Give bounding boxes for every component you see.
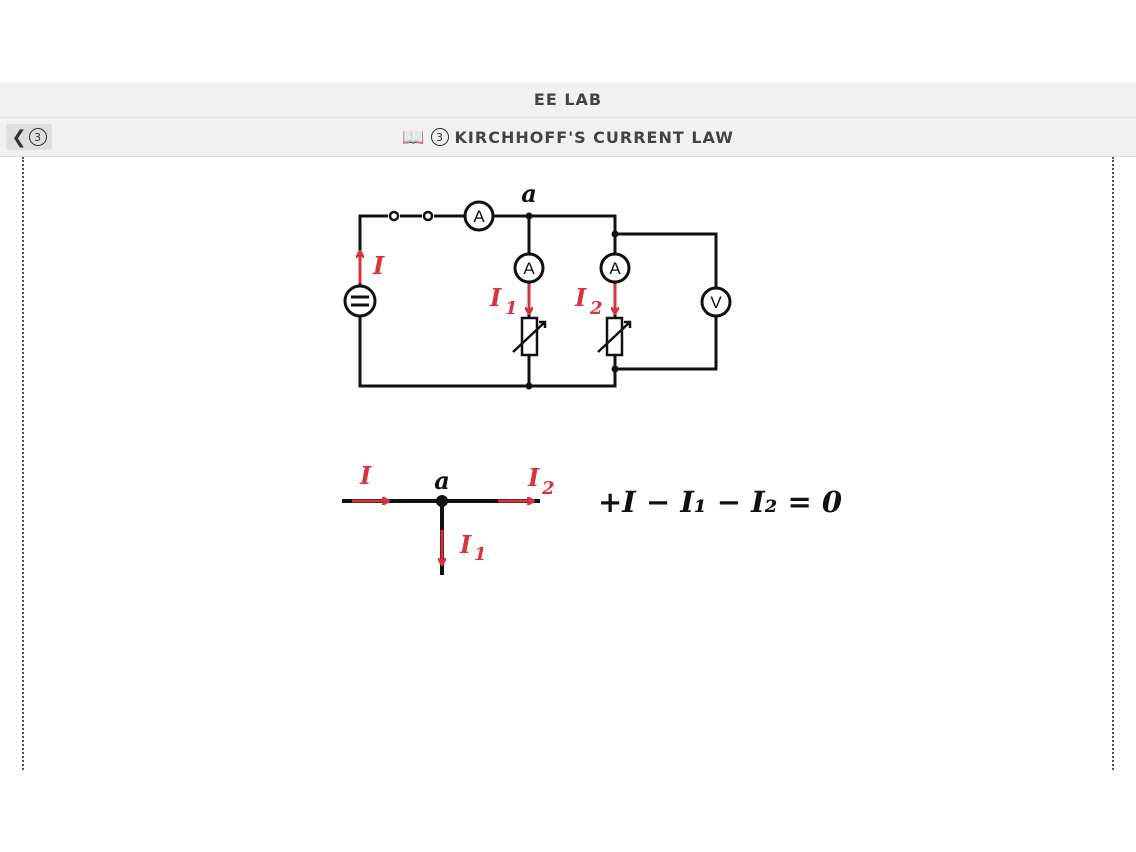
junction-node-label: a [434,466,450,495]
node-dots [525,212,619,390]
lesson-number: 3 [430,128,449,146]
chevron-left-icon: ❮ [11,126,27,148]
back-button[interactable]: ❮ 3 [6,124,52,150]
current-i2-sub: 2 [589,298,603,319]
junction-i2-label: I [527,463,540,492]
junction-i-label: I [359,461,372,490]
content-area [22,157,1114,770]
app-title-bar: EE LAB [0,82,1136,118]
ammeter-main-label: A [473,207,485,226]
ammeter-2-label: A [609,259,621,278]
book-icon: 📖 [402,126,425,148]
lesson-title: KIRCHHOFF'S CURRENT LAW [454,127,734,147]
current-i1-label: I [489,283,502,312]
current-i-label: I [372,251,385,280]
node-a-label: a [521,179,537,208]
junction-i1-sub: 1 [474,544,487,565]
current-arrows [360,252,615,313]
lesson-header: ❮ 3 📖 3 KIRCHHOFF'S CURRENT LAW [0,118,1136,157]
ammeter-1-label: A [523,259,535,278]
junction-i2-sub: 2 [541,478,555,499]
voltmeter [700,286,732,318]
current-i1-sub: 1 [505,298,518,319]
variable-resistors [512,316,632,357]
current-i2-label: I [574,283,587,312]
junction-diagram: a I I 2 I 1 [342,461,555,575]
switch [388,210,434,222]
ammeter-branch-1 [513,252,545,284]
voltmeter-label: V [710,293,722,312]
junction-i1-label: I [459,530,472,559]
ammeter-main [463,200,495,232]
source-icon [343,284,377,318]
app-title: EE LAB [533,90,603,109]
back-lesson-number: 3 [28,128,47,146]
circuit-wires [358,214,718,388]
ammeter-branch-2 [599,252,631,284]
kcl-equation: +I − I₁ − I₂ = 0 [598,485,842,519]
